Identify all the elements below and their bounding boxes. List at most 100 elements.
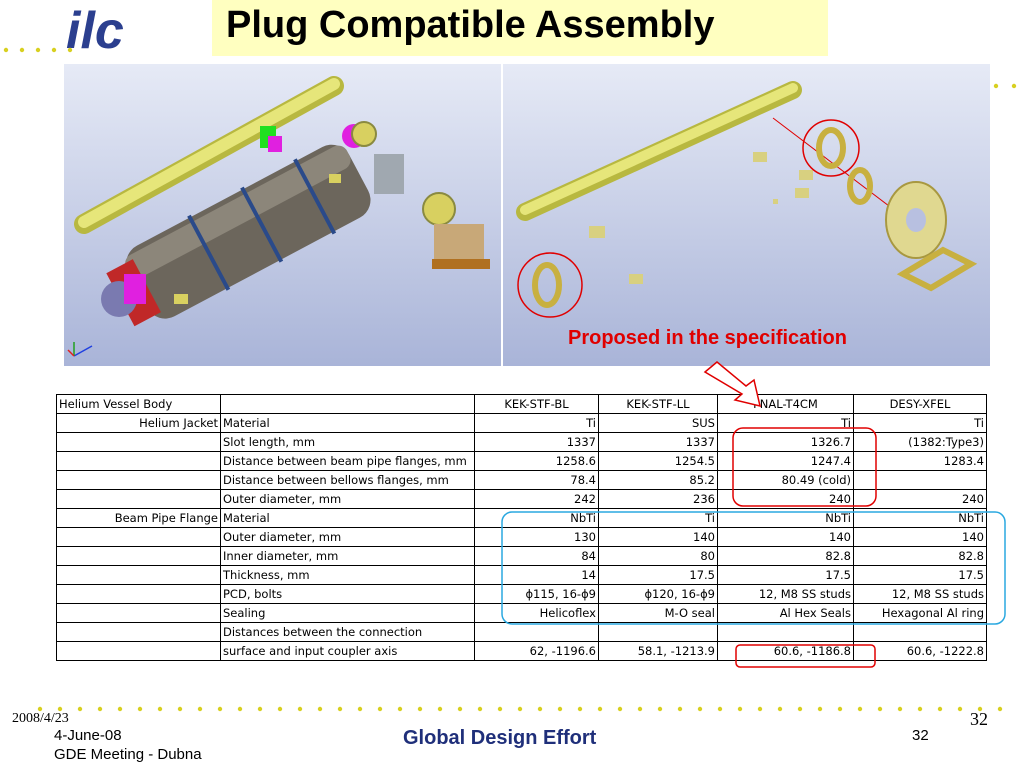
- table-cell: 140: [853, 527, 987, 547]
- table-cell: 78.4: [474, 470, 599, 490]
- table-cell: 17.5: [717, 565, 854, 585]
- footer-date: 4-June-08: [54, 727, 122, 744]
- table-cell: SUS: [598, 413, 718, 433]
- title-background: [212, 0, 828, 56]
- table-header-cell: KEK-STF-LL: [598, 394, 718, 414]
- table-cell: 130: [474, 527, 599, 547]
- table-cell: 82.8: [853, 546, 987, 566]
- table-cell: Helicoflex: [474, 603, 599, 623]
- table-cell: 242: [474, 489, 599, 509]
- table-cell: [56, 565, 221, 585]
- table-cell: 1258.6: [474, 451, 599, 471]
- table-cell: Ti: [598, 508, 718, 528]
- table-cell: Distance between bellows flanges, mm: [220, 470, 475, 490]
- table-cell: [717, 622, 854, 642]
- table-cell: 1254.5: [598, 451, 718, 471]
- table-cell: M-O seal: [598, 603, 718, 623]
- table-cell: Thickness, mm: [220, 565, 475, 585]
- exploded-view-image: [503, 64, 990, 366]
- table-cell: Outer diameter, mm: [220, 527, 475, 547]
- table-cell: [56, 451, 221, 471]
- table-cell: [853, 470, 987, 490]
- table-cell: 12, M8 SS studs: [717, 584, 854, 604]
- table-cell: [474, 622, 599, 642]
- table-cell: 1247.4: [717, 451, 854, 471]
- table-cell: Sealing: [220, 603, 475, 623]
- table-cell: [853, 622, 987, 642]
- table-cell: (1382:Type3): [853, 432, 987, 452]
- table-cell: [56, 470, 221, 490]
- table-cell: 17.5: [598, 565, 718, 585]
- table-cell: 62, -1196.6: [474, 641, 599, 661]
- footer-date-small: 2008/4/23: [12, 711, 69, 726]
- table-cell: [56, 641, 221, 661]
- table-cell: [56, 527, 221, 547]
- ilc-logo: ilc: [66, 4, 124, 54]
- specification-caption: Proposed in the specification: [568, 327, 847, 349]
- table-header-cell: [220, 394, 475, 414]
- table-cell: 1337: [474, 432, 599, 452]
- table-cell: Ti: [474, 413, 599, 433]
- table-cell: 84: [474, 546, 599, 566]
- table-cell: Distances between the connection: [220, 622, 475, 642]
- top-dots-right: [993, 83, 1017, 89]
- table-row: Distances between the connection: [56, 622, 987, 642]
- cryomodule-assembly-image: [64, 64, 501, 366]
- table-cell: Al Hex Seals: [717, 603, 854, 623]
- table-cell: 14: [474, 565, 599, 585]
- table-cell: NbTi: [717, 508, 854, 528]
- table-cell: 85.2: [598, 470, 718, 490]
- table-cell: [598, 622, 718, 642]
- table-cell: 1283.4: [853, 451, 987, 471]
- table-cell: 80: [598, 546, 718, 566]
- table-cell: NbTi: [853, 508, 987, 528]
- table-cell: [56, 546, 221, 566]
- table-cell: 140: [598, 527, 718, 547]
- footer-left: 4-June-08 GDE Meeting - Dubna: [54, 726, 202, 764]
- table-cell: 17.5: [853, 565, 987, 585]
- table-cell: 240: [717, 489, 854, 509]
- table-cell: Slot length, mm: [220, 432, 475, 452]
- table-header-cell: FNAL-T4CM: [717, 394, 854, 414]
- table-cell: Inner diameter, mm: [220, 546, 475, 566]
- table-cell: 60.6, -1186.8: [717, 641, 854, 661]
- table-cell: 12, M8 SS studs: [853, 584, 987, 604]
- table-cell: 58.1, -1213.9: [598, 641, 718, 661]
- table-cell: [56, 622, 221, 642]
- table-cell: PCD, bolts: [220, 584, 475, 604]
- table-cell: ϕ115, 16-ϕ9: [474, 584, 599, 604]
- table-cell: Ti: [853, 413, 987, 433]
- table-cell: Outer diameter, mm: [220, 489, 475, 509]
- page-number: 32: [912, 727, 929, 744]
- table-cell: 60.6, -1222.8: [853, 641, 987, 661]
- logo-text: ilc: [66, 4, 124, 54]
- table-cell: Material: [220, 508, 475, 528]
- table-cell: [56, 603, 221, 623]
- table-cell: Distance between beam pipe flanges, mm: [220, 451, 475, 471]
- bottom-dots: [37, 706, 1003, 712]
- table-cell: 140: [717, 527, 854, 547]
- table-cell: [56, 489, 221, 509]
- table-cell: ϕ120, 16-ϕ9: [598, 584, 718, 604]
- table-cell: [56, 584, 221, 604]
- table-cell: Helium Jacket: [56, 413, 221, 433]
- table-header-cell: KEK-STF-BL: [474, 394, 599, 414]
- table-cell: [56, 432, 221, 452]
- footer-center-title: Global Design Effort: [403, 727, 597, 749]
- page-number-small: 32: [970, 709, 988, 729]
- table-cell: NbTi: [474, 508, 599, 528]
- table-cell: 1326.7: [717, 432, 854, 452]
- table-cell: Material: [220, 413, 475, 433]
- page-title: Plug Compatible Assembly: [226, 4, 715, 46]
